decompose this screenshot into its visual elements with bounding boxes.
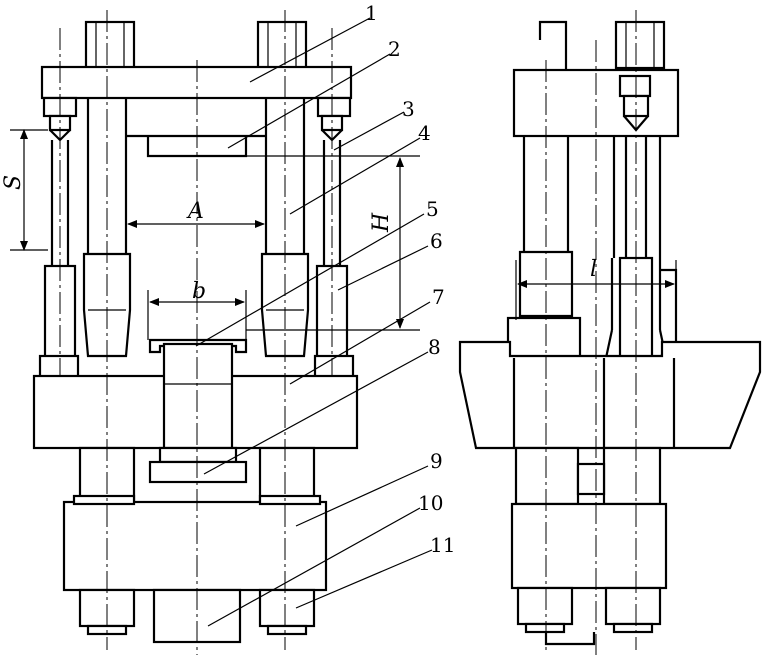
label-h: H: [369, 212, 394, 233]
front-view: S A H b 1 2 3 4: [1, 1, 455, 655]
label-s: S: [1, 175, 26, 190]
part-number-4: 4: [418, 121, 431, 145]
part-number-1: 1: [365, 1, 378, 25]
part-number-11: 11: [430, 533, 455, 557]
part-number-10: 10: [418, 491, 443, 515]
label-b: b: [192, 279, 206, 304]
part-number-8: 8: [428, 335, 441, 359]
label-l: l: [590, 257, 597, 282]
top-nut-right: [256, 20, 308, 70]
side-top-bracket: [538, 20, 568, 40]
part-number-9: 9: [430, 449, 443, 473]
right-small-block: [316, 96, 352, 118]
right-guide-rod: [313, 114, 355, 380]
side-bolster: [458, 340, 762, 450]
plunger: [148, 342, 248, 484]
side-top-nut: [614, 20, 666, 70]
part-number-6: 6: [430, 229, 443, 253]
side-bottom-bracket: [544, 632, 596, 646]
part-number-2: 2: [388, 37, 401, 61]
leader-lines: [195, 17, 433, 627]
side-base: [510, 502, 668, 590]
base-step-right: [258, 494, 322, 506]
part-number-7: 7: [432, 285, 445, 309]
top-nut-left: [84, 20, 136, 70]
part-number-3: 3: [402, 97, 415, 121]
left-guide-rod: [38, 114, 80, 380]
side-view: l: [458, 10, 762, 655]
label-a: A: [186, 199, 204, 224]
base-cylinder: [62, 500, 328, 592]
base-step-left: [72, 494, 136, 506]
bottom-nut-right: [258, 588, 316, 636]
part-number-5: 5: [426, 197, 439, 221]
left-column: [82, 98, 132, 358]
upper-die: [146, 136, 248, 158]
